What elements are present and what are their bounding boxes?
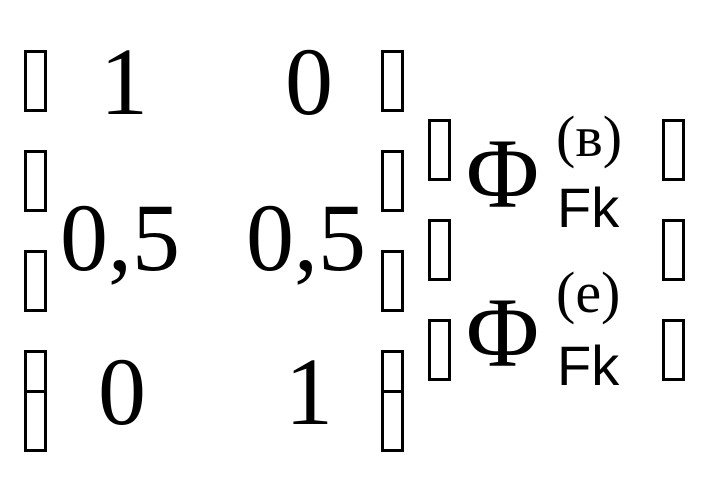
vector-right-bracket-piece-2 <box>662 219 685 281</box>
vector-right-bracket-piece-3 <box>662 319 685 381</box>
vector-bottom-subscript: Fk <box>557 334 620 397</box>
matrix-cell-r3c1: 0 <box>98 338 146 445</box>
matrix-right-bracket-piece-5 <box>381 390 404 452</box>
matrix-cell-r1c1: 1 <box>100 28 148 135</box>
vector-top-symbol: Φ <box>466 118 540 229</box>
matrix-cell-r3c2: 1 <box>285 338 333 445</box>
matrix-cell-r2c1: 0,5 <box>60 184 180 291</box>
matrix-left-bracket-piece-3 <box>24 250 47 312</box>
matrix-right-bracket-piece-3 <box>381 250 404 312</box>
vector-top-subscript: Fk <box>557 176 620 239</box>
matrix-right-bracket-piece-2 <box>381 150 404 212</box>
vector-left-bracket-piece-2 <box>428 219 451 281</box>
matrix-left-bracket-piece-1 <box>24 50 47 112</box>
vector-right-bracket-piece-1 <box>662 119 685 181</box>
matrix-right-bracket-piece-1 <box>381 50 404 112</box>
vector-bottom-symbol: Φ <box>466 277 540 388</box>
matrix-left-bracket-piece-2 <box>24 150 47 212</box>
vector-left-bracket-piece-1 <box>428 119 451 181</box>
vector-bottom-superscript: (e) <box>556 260 621 325</box>
vector-left-bracket-piece-3 <box>428 319 451 381</box>
vector-top-superscript: (в) <box>556 104 623 169</box>
matrix-cell-r2c2: 0,5 <box>246 184 366 291</box>
matrix-cell-r1c2: 0 <box>285 28 333 135</box>
matrix-left-bracket-piece-5 <box>24 390 47 452</box>
